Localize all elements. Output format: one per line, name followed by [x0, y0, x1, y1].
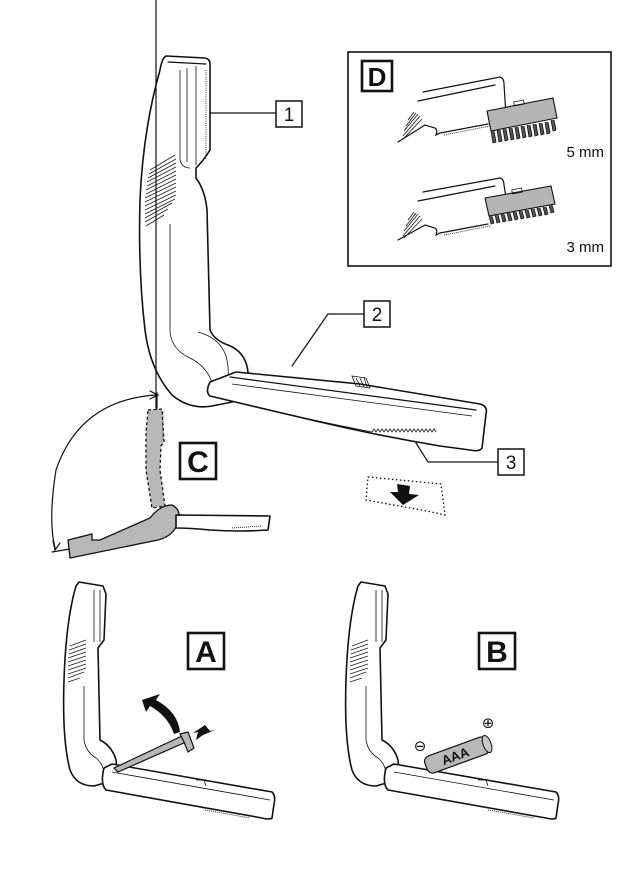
plus-terminal-icon: ⊕ — [482, 714, 495, 732]
step-d-label: D — [368, 62, 387, 92]
step-b-body — [383, 763, 560, 820]
step-c-illustration: C — [51, 0, 271, 559]
step-b-illustration: AAA ⊖ ⊕ B — [344, 581, 560, 820]
power-switch — [351, 375, 371, 389]
trimmer-body — [206, 371, 488, 452]
callout-3: 3 — [415, 442, 525, 476]
step-a-illustration: A — [62, 581, 276, 820]
step-c-label: C — [187, 446, 209, 479]
step-a-handle — [62, 581, 118, 787]
callout-3-label: 3 — [506, 453, 517, 474]
aaa-battery: AAA — [424, 734, 493, 774]
step-a-body — [101, 763, 276, 820]
step-b-handle — [344, 581, 400, 787]
down-arrow-icon — [390, 484, 419, 505]
minus-terminal-icon: ⊖ — [414, 737, 427, 755]
open-arrow-icon — [142, 694, 180, 734]
main-trimmer-illustration — [138, 55, 488, 452]
comb-length-5mm: 5 mm — [567, 144, 605, 161]
callout-2: 2 — [291, 300, 391, 367]
head-raised-position — [145, 408, 166, 509]
battery-cover — [112, 735, 187, 773]
detail-d-panel: D 5 mm 3 mm — [347, 51, 612, 267]
comb-attachment-3mm: 3 mm — [397, 177, 605, 256]
step-b-label: B — [486, 636, 508, 669]
comb-attachment-5mm: 5 mm — [397, 76, 605, 161]
callout-1: 1 — [209, 100, 303, 128]
remove-cover-indicator — [365, 476, 446, 516]
callout-2-label: 2 — [372, 305, 383, 326]
push-arrow-icon — [193, 725, 215, 740]
head-folded-position — [67, 504, 180, 559]
comb-length-3mm: 3 mm — [567, 239, 605, 256]
bottom-teeth — [371, 428, 437, 433]
step-a-label: A — [195, 636, 217, 669]
callout-1-label: 1 — [284, 105, 295, 126]
